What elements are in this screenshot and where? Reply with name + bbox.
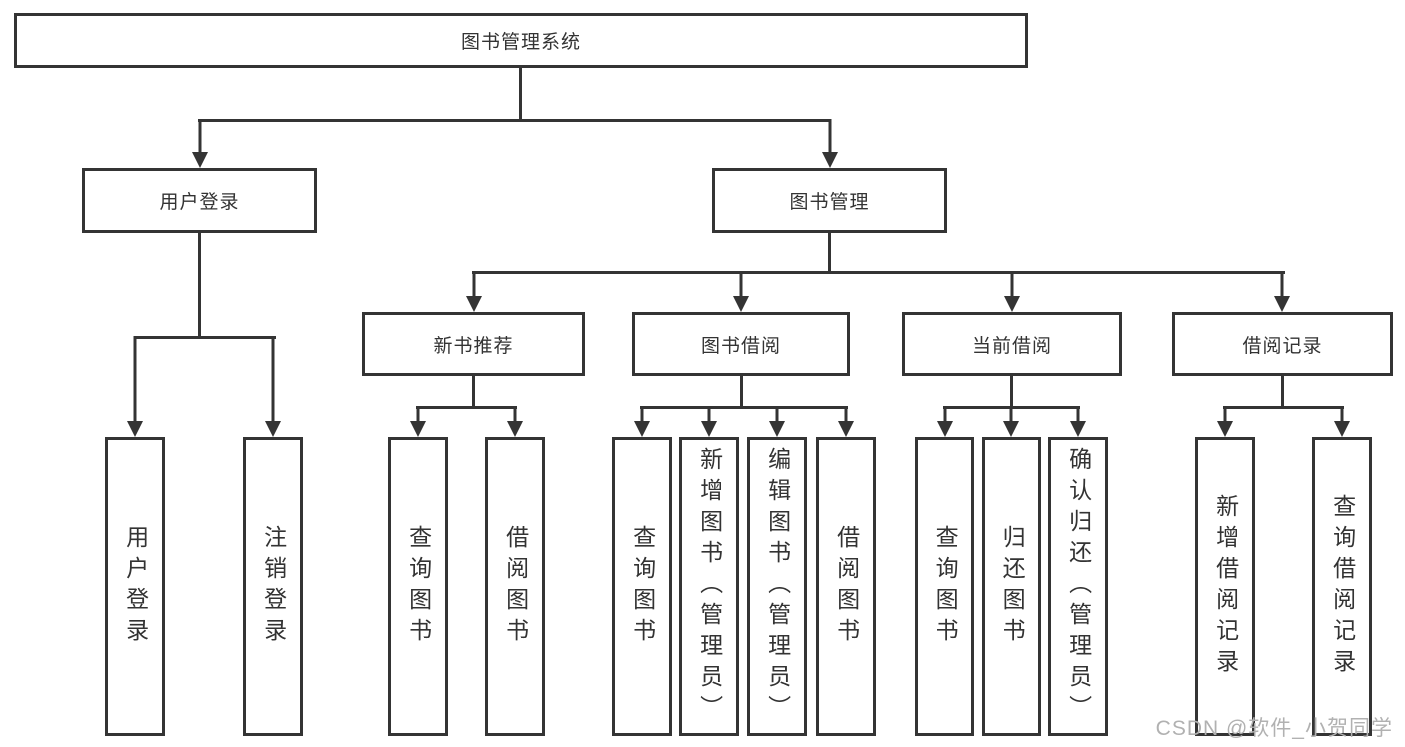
leaf-label: 编辑图书（管理员） [764, 447, 791, 726]
arrow-down-icon [1070, 406, 1086, 437]
leaf-label: 注销登录 [260, 524, 287, 649]
connector-mgmt-stem [828, 233, 831, 274]
arrow-down-icon [507, 406, 523, 437]
node-borrowing-records: 借阅记录 [1172, 312, 1393, 376]
arrow-down-icon [1004, 271, 1020, 312]
leaf-label: 查询借阅记录 [1329, 493, 1356, 680]
leaf-borrow-books-borrowing: 借阅图书 [816, 437, 876, 736]
leaf-label: 查询图书 [405, 524, 432, 649]
connector-section1-stem [472, 376, 475, 409]
arrow-down-icon [1274, 271, 1290, 312]
node-user-login: 用户登录 [82, 168, 317, 233]
arrow-down-icon [192, 119, 208, 168]
arrow-down-icon [1003, 406, 1019, 437]
leaf-borrow-books-recommend: 借阅图书 [485, 437, 545, 736]
connector-user-rail [134, 336, 276, 339]
leaf-label: 确认归还（管理员） [1065, 447, 1092, 726]
connector-section4-stem [1281, 376, 1284, 409]
connector-section2-rail [640, 406, 848, 409]
connector-user-stem [198, 233, 201, 339]
node-label: 图书借阅 [700, 335, 781, 357]
leaf-label: 借阅图书 [502, 524, 529, 649]
connector-section2-stem [740, 376, 743, 409]
arrow-down-icon [127, 336, 143, 437]
leaf-return-books: 归还图书 [982, 437, 1041, 736]
leaf-label: 查询图书 [629, 524, 656, 649]
node-label: 新书推荐 [433, 335, 514, 357]
leaf-edit-book-admin: 编辑图书（管理员） [747, 437, 807, 736]
connector-level2-rail [198, 119, 831, 122]
connector-level3-rail [472, 271, 1285, 274]
node-label: 图书管理 [789, 192, 870, 213]
node-library-management-system: 图书管理系统 [14, 13, 1028, 68]
connector-section1-rail [416, 406, 517, 409]
leaf-user-login: 用户登录 [105, 437, 165, 736]
arrow-down-icon [1334, 406, 1350, 437]
node-book-management: 图书管理 [712, 168, 947, 233]
leaf-label: 新增图书（管理员） [696, 447, 723, 726]
leaf-query-books-borrowing: 查询图书 [612, 437, 672, 736]
arrow-down-icon [822, 119, 838, 168]
arrow-down-icon [838, 406, 854, 437]
leaf-label: 查询图书 [932, 524, 959, 649]
node-book-borrowing: 图书借阅 [632, 312, 850, 376]
node-label: 图书管理系统 [460, 32, 581, 53]
node-label: 用户登录 [159, 192, 240, 213]
csdn-watermark: CSDN @软件_小贺同学 [1155, 717, 1393, 740]
leaf-add-book-admin: 新增图书（管理员） [679, 437, 739, 736]
node-current-borrowing: 当前借阅 [902, 312, 1122, 376]
arrow-down-icon [410, 406, 426, 437]
leaf-label: 归还图书 [999, 524, 1026, 649]
leaf-logout: 注销登录 [243, 437, 303, 736]
leaf-query-books-recommend: 查询图书 [388, 437, 448, 736]
arrow-down-icon [769, 406, 785, 437]
arrow-down-icon [733, 271, 749, 312]
arrow-down-icon [701, 406, 717, 437]
leaf-label: 用户登录 [122, 524, 149, 649]
arrow-down-icon [1217, 406, 1233, 437]
arrow-down-icon [466, 271, 482, 312]
leaf-confirm-return-admin: 确认归还（管理员） [1048, 437, 1108, 736]
arrow-down-icon [265, 336, 281, 437]
node-label: 借阅记录 [1242, 335, 1323, 357]
node-label: 当前借阅 [971, 335, 1052, 357]
connector-section3-stem [1010, 376, 1013, 409]
connector-section4-rail [1223, 406, 1344, 409]
leaf-query-books-current: 查询图书 [915, 437, 974, 736]
leaf-label: 借阅图书 [833, 524, 860, 649]
leaf-query-borrow-record: 查询借阅记录 [1312, 437, 1372, 736]
arrow-down-icon [634, 406, 650, 437]
arrow-down-icon [937, 406, 953, 437]
connector-root-stem [519, 68, 522, 120]
leaf-label: 新增借阅记录 [1212, 493, 1239, 680]
leaf-add-borrow-record: 新增借阅记录 [1195, 437, 1255, 736]
node-new-book-recommendation: 新书推荐 [362, 312, 585, 376]
